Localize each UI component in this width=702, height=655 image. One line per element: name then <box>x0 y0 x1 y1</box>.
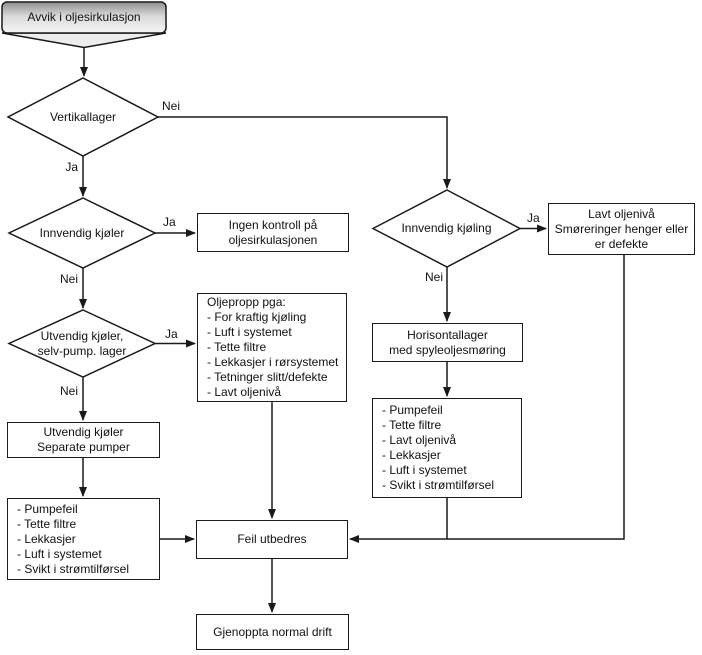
start-shape <box>1 1 167 49</box>
box-gjenoppta-normal-drift: Gjenoppta normal drift <box>196 614 349 650</box>
decision-innvendig-kjoling-shape <box>371 189 522 268</box>
decision-innvendig-kjoler: Innvendig kjøler <box>39 225 125 240</box>
decision-innvendig-kjoling: Innvendig kjøling <box>401 221 492 235</box>
decision-utvendig-kjoler-shape <box>7 309 157 378</box>
start-shape-body <box>1 1 167 34</box>
edge-label-vertikallager-ja: Ja <box>65 160 78 174</box>
box-ingen-kontroll: Ingen kontroll på oljesirkulasjonen <box>197 213 349 252</box>
box-horisontallager: Horisontallager med spyleoljesmøring <box>372 323 523 362</box>
connector-vertikallager-nei <box>158 116 451 189</box>
box-feil-utbedres: Feil utbedres <box>196 520 348 559</box>
decision-vertikallager-shape <box>6 77 160 157</box>
decision-innvendig-kjoler-shape <box>7 197 157 269</box>
edge-label-vertikallager-nei: Nei <box>162 99 181 113</box>
edge-label-innvendig-kjoling-nei: Nei <box>424 270 443 284</box>
box-utvendig-separate-pumper: Utvendig kjøler Separate pumper <box>7 422 160 458</box>
edge-label-innvendig-kjoling-ja: Ja <box>527 211 540 225</box>
edge-label-innvendig-kjoler-ja: Ja <box>163 215 176 229</box>
box-oljepropp: Oljepropp pga: - For kraftig kjøling - L… <box>197 293 347 402</box>
edge-label-utvendig-kjoler-ja: Ja <box>165 327 178 341</box>
decision-vertikallager: Vertikallager <box>49 109 117 124</box>
start-shape-pennant <box>1 32 167 49</box>
connector-lavt-oljeniva-to-feil <box>349 255 625 543</box>
box-right-causes: - Pumpefeil - Tette filtre - Lavt oljeni… <box>372 398 522 498</box>
edge-label-innvendig-kjoler-nei: Nei <box>59 272 78 286</box>
decision-utvendig-kjoler: Utvendig kjøler, selv-pump. lager <box>37 328 127 358</box>
box-left-causes: - Pumpefeil - Tette filtre - Lekkasjer -… <box>7 498 160 580</box>
box-lavt-oljeniva: Lavt oljenivå Smøreringer henger eller e… <box>548 203 695 255</box>
edge-label-utvendig-kjoler-nei: Nei <box>59 384 78 398</box>
start-terminator-label: Avvik i oljesirkulasjon <box>27 10 141 24</box>
